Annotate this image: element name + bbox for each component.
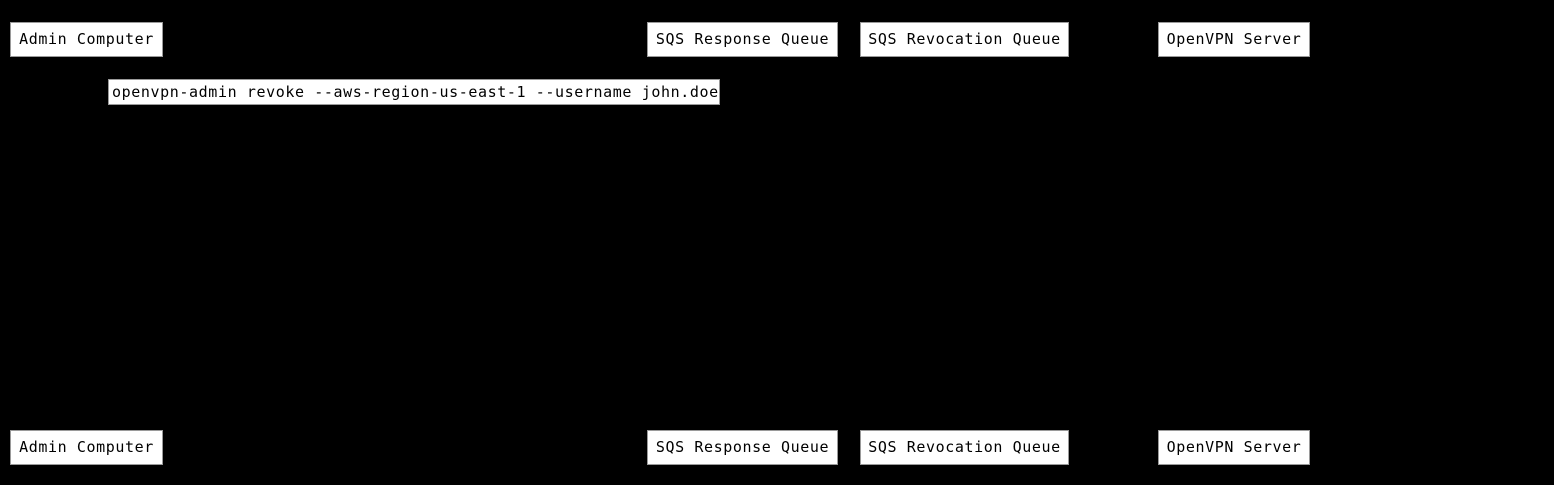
lifeline-sqs-response-queue (742, 57, 743, 430)
participant-footer-openvpn-server[interactable]: OpenVPN Server (1158, 430, 1310, 465)
participant-footer-sqs-response-queue[interactable]: SQS Response Queue (647, 430, 838, 465)
participant-header-sqs-revocation-queue[interactable]: SQS Revocation Queue (860, 22, 1069, 57)
message-arrow-revoke-command (86, 105, 116, 106)
participant-header-sqs-response-queue[interactable]: SQS Response Queue (647, 22, 838, 57)
participant-header-openvpn-server[interactable]: OpenVPN Server (1158, 22, 1310, 57)
lifeline-sqs-revocation-queue (964, 57, 965, 430)
lifeline-admin-computer (86, 57, 87, 430)
lifeline-openvpn-server (1234, 57, 1235, 430)
message-label-revoke-command[interactable]: openvpn-admin revoke --aws-region-us-eas… (108, 79, 720, 105)
participant-header-admin-computer[interactable]: Admin Computer (10, 22, 163, 57)
participant-footer-admin-computer[interactable]: Admin Computer (10, 430, 163, 465)
participant-footer-sqs-revocation-queue[interactable]: SQS Revocation Queue (860, 430, 1069, 465)
